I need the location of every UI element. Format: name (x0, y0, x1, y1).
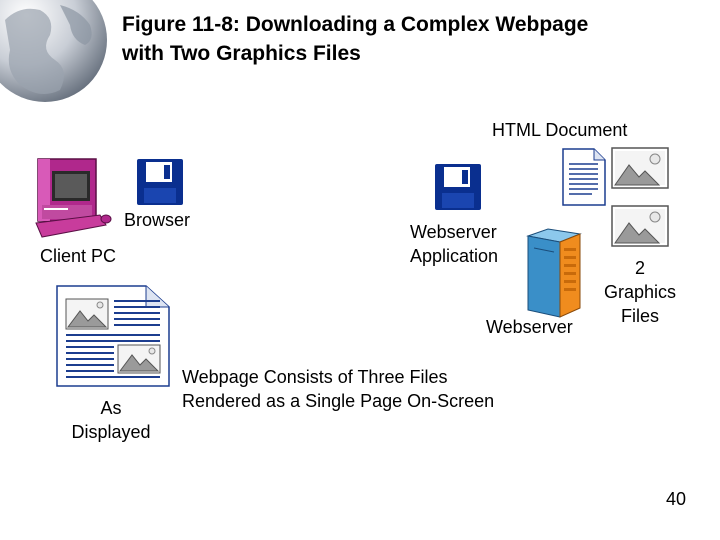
server-icon (526, 228, 582, 318)
slide-title-line-2: with Two Graphics Files (122, 42, 361, 65)
webserver-label: Webserver (486, 317, 573, 337)
floppy-disk-icon (435, 164, 481, 210)
graphic-file-icon (611, 205, 669, 247)
globe-icon (0, 0, 107, 102)
graphic-file-icon (611, 147, 669, 189)
graphics-files-line-2: Graphics (603, 282, 677, 302)
caption-line-1: Webpage Consists of Three Files (182, 367, 448, 387)
graphics-files-label: 2 Graphics Files (595, 256, 685, 328)
html-document-icon (562, 148, 606, 206)
as-displayed-line-1: As (100, 398, 122, 418)
graphics-files-line-3: Files (620, 306, 659, 326)
webserver-application-label: Webserver Application (410, 220, 498, 268)
slide-title: Figure 11-8: Downloading a Complex Webpa… (122, 10, 702, 68)
caption-line-2: Rendered as a Single Page On-Screen (182, 391, 495, 411)
as-displayed-line-2: Displayed (71, 422, 151, 442)
client-pc-label: Client PC (40, 246, 117, 266)
floppy-disk-icon (137, 159, 183, 205)
slide-title-line-1: Figure 11-8: Downloading a Complex Webpa… (122, 13, 589, 36)
webserver-application-line-1: Webserver (410, 222, 497, 242)
browser-label: Browser (124, 210, 191, 230)
html-document-label: HTML Document (492, 120, 628, 140)
computer-icon (35, 158, 112, 238)
as-displayed-label: As Displayed (56, 396, 166, 444)
page-number: 40 (666, 489, 687, 509)
rendered-page-icon (56, 285, 170, 387)
caption: Webpage Consists of Three Files Rendered… (182, 365, 494, 413)
graphics-files-line-1: 2 (634, 258, 645, 278)
webserver-application-line-2: Application (410, 246, 499, 266)
